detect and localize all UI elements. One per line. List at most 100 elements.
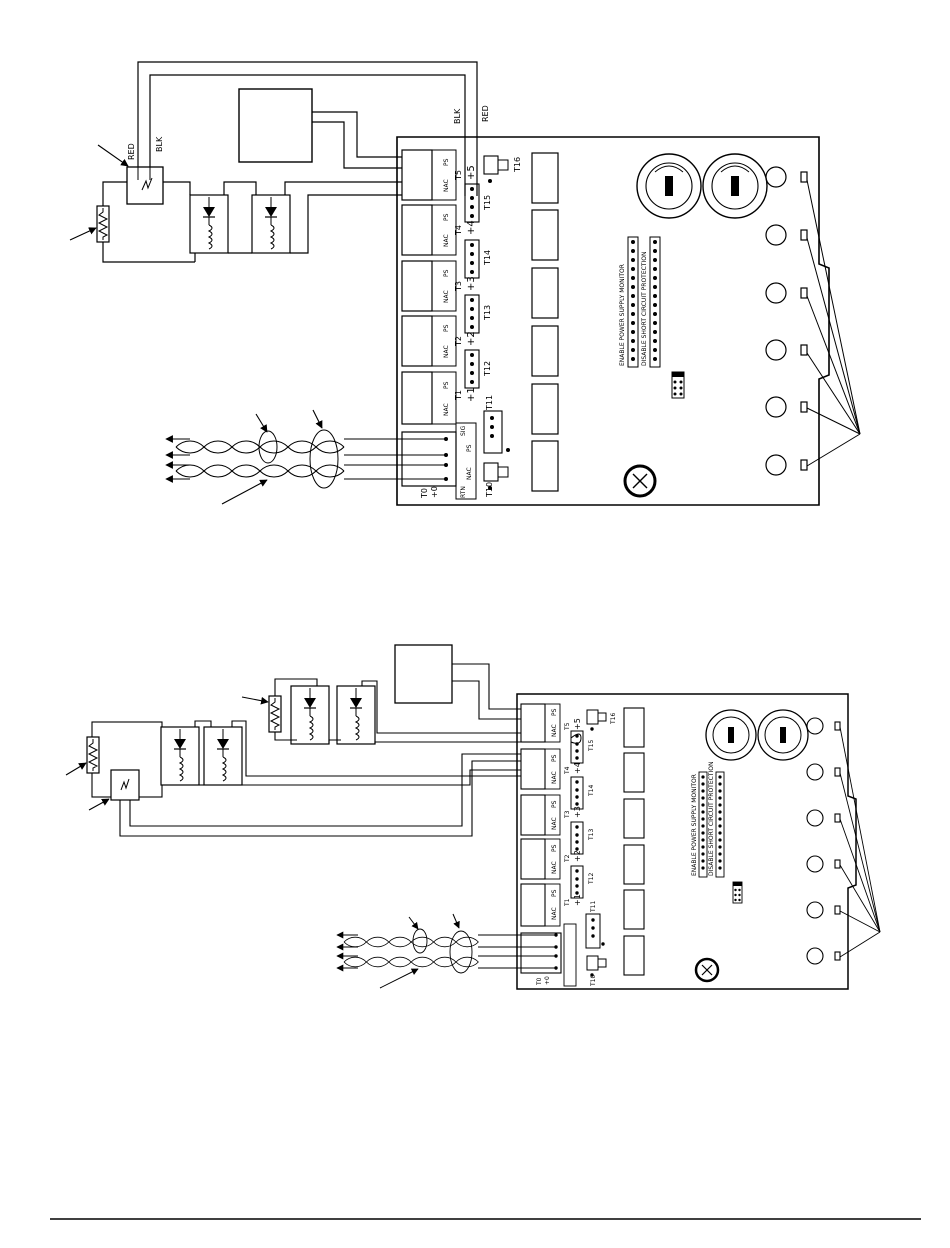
bottom-block-ps-t2: PS	[551, 844, 558, 852]
bottom-knob-2	[757, 709, 809, 761]
top-module-2	[251, 194, 291, 254]
bottom-arrow-shield-2	[452, 913, 460, 929]
bottom-jumper-enable-text: ENABLE POWER SUPPLY MONITOR	[691, 774, 698, 876]
bottom-jumper-disable-text: DISABLE SHORT CIRCUIT PROTECTION	[708, 762, 715, 876]
top-block-nac-t3: NAC	[443, 290, 450, 303]
bottom-terminal-t1: T1	[564, 898, 571, 907]
bottom-subterm-t14: T14	[588, 785, 595, 797]
top-block-ps-t3: PS	[443, 269, 450, 277]
top-subterm-t11: T11	[485, 395, 494, 411]
top-jumper-enable-text: ENABLE POWER SUPPLY MONITOR	[619, 264, 626, 366]
top-label-red-top: RED	[481, 105, 490, 122]
bottom-module-3	[290, 685, 330, 745]
bottom-mount-screw	[694, 957, 720, 983]
bottom-jumper-strips	[698, 771, 725, 878]
top-resistor	[96, 205, 110, 243]
top-terminal-t0: T0	[420, 488, 429, 499]
bottom-resistor-2	[86, 736, 100, 774]
bottom-diagram: NAC PS NAC PS NAC PS NAC PS NAC PS T0 +0…	[65, 644, 881, 990]
top-circuit-4: +4	[466, 220, 477, 235]
bottom-module-2	[203, 726, 243, 786]
top-terminal-t2: T2	[454, 336, 463, 347]
top-terminal-t5: T5	[454, 170, 463, 181]
bottom-block-nac-t5: NAC	[551, 724, 558, 737]
bottom-circuit-0: +0	[544, 976, 551, 985]
bottom-subterm-t15: T15	[588, 740, 595, 752]
top-block-ps-t2: PS	[443, 324, 450, 332]
top-jumper-pins	[631, 240, 657, 361]
top-power-supply-box	[238, 88, 313, 163]
bottom-arrow-eol	[88, 798, 110, 811]
top-led-column	[765, 166, 808, 476]
top-subterm-t14: T14	[483, 250, 492, 266]
bottom-subterm-t13: T13	[588, 829, 595, 841]
top-knob-1	[636, 153, 702, 219]
bottom-eol-device	[110, 769, 140, 801]
top-block-ps-t4: PS	[443, 213, 450, 221]
top-circuit-3: +3	[466, 276, 477, 291]
bottom-arrow-twisted	[379, 968, 419, 989]
bottom-block-ps-t5: PS	[551, 708, 558, 716]
bottom-resistor-1	[268, 695, 282, 733]
top-block-nac-t1: NAC	[443, 403, 450, 416]
bottom-block-nac-t1: NAC	[551, 907, 558, 920]
top-circuit-5: +5	[466, 165, 477, 180]
top-subterm-t15: T15	[483, 195, 492, 211]
bottom-block-nac-t2: NAC	[551, 861, 558, 874]
bottom-subterm-t16: T16	[610, 713, 617, 725]
bottom-sub-connectors	[570, 709, 607, 971]
top-label-red-left: RED	[127, 143, 136, 160]
top-block-nac-t2: NAC	[443, 345, 450, 358]
top-small-header	[671, 371, 685, 399]
top-diagram: RED BLK BLK RED NAC PS NAC PS NAC PS NA	[69, 61, 861, 506]
top-ps-wire-2	[312, 121, 402, 169]
bottom-terminal-t4: T4	[564, 766, 571, 775]
bottom-led-leaders	[839, 726, 881, 958]
bottom-arrow-shield-1	[408, 916, 419, 930]
top-block-nac-t0: NAC	[466, 467, 473, 480]
bottom-arrow-resistor-1	[241, 696, 269, 705]
top-subterm-t10: T10	[485, 482, 494, 498]
top-terminal-blocks	[401, 149, 477, 500]
top-block-nac-t5: NAC	[443, 179, 450, 192]
bottom-power-supply-box	[394, 644, 453, 704]
bottom-board-outline	[516, 693, 857, 990]
top-module-1	[189, 194, 229, 254]
bottom-small-header	[732, 881, 743, 904]
top-arrow-shield-2	[312, 409, 323, 429]
top-subterm-t13: T13	[483, 305, 492, 321]
top-subterm-t16: T16	[513, 157, 522, 173]
bottom-subterm-t11: T11	[590, 901, 597, 913]
top-block-ps-t5: PS	[443, 158, 450, 166]
top-arrow-shield-1	[255, 413, 268, 433]
top-wire-red-loop	[137, 61, 478, 184]
top-board-outline	[396, 136, 830, 506]
top-terminal-t3: T3	[454, 281, 463, 292]
bottom-module-4	[336, 685, 376, 745]
bottom-block-ps-t4: PS	[551, 754, 558, 762]
top-circuit-0: +0	[430, 486, 439, 498]
top-arrow-eol	[97, 144, 129, 167]
top-label-blk-left: BLK	[155, 136, 164, 152]
bottom-module-1	[160, 726, 200, 786]
bottom-block-nac-t4: NAC	[551, 771, 558, 784]
top-arrow-resistor	[69, 227, 97, 241]
bottom-twisted-pair-2	[343, 956, 479, 968]
bottom-block-nac-t3: NAC	[551, 817, 558, 830]
bottom-circuit-4: +4	[573, 762, 582, 774]
top-knob-2	[702, 153, 768, 219]
bottom-terminal-t0: T0	[536, 977, 543, 986]
top-twisted-pair-1	[175, 440, 345, 454]
bottom-block-ps-t1: PS	[551, 889, 558, 897]
top-terminal-t1: T1	[454, 390, 463, 401]
bottom-led-column	[806, 717, 841, 965]
top-ps-wire-1	[312, 111, 402, 158]
bottom-terminal-t2: T2	[564, 854, 571, 863]
top-jumper-strips	[627, 236, 661, 368]
top-led-leaders	[806, 179, 861, 467]
top-block-ps-t0: PS	[466, 444, 473, 452]
top-block-sig: SIG	[460, 425, 467, 436]
top-wire-blk-loop	[149, 74, 466, 184]
